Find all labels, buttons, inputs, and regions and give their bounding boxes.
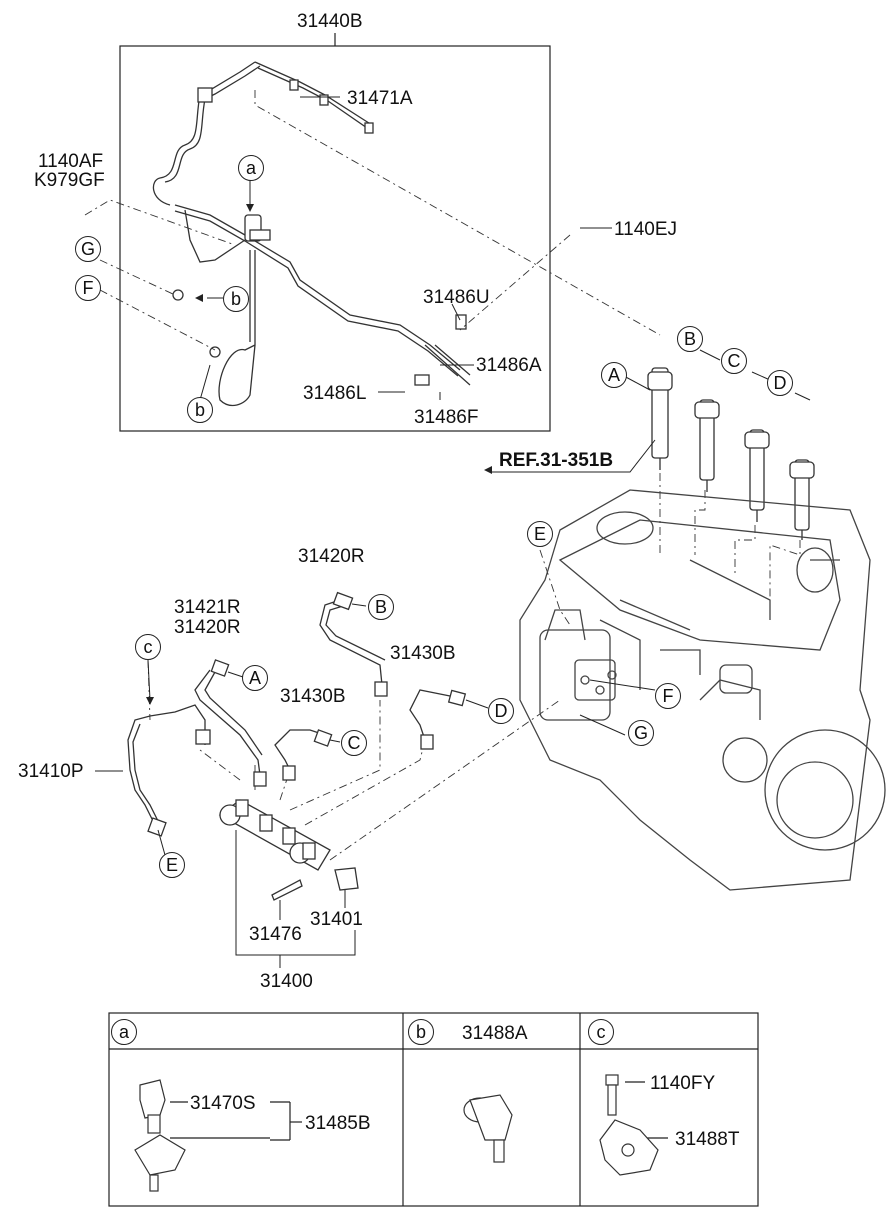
label-31440b: 31440B <box>297 11 363 32</box>
marker-e-engine: E <box>527 521 553 547</box>
legend-label-1140fy: 1140FY <box>650 1073 716 1094</box>
marker-g-engine: G <box>628 720 654 746</box>
marker-c-lower: c <box>135 634 161 660</box>
injector-c <box>744 429 770 522</box>
marker-g: G <box>75 236 101 262</box>
marker-b-lower: b <box>187 397 213 423</box>
marker-c-pipe: C <box>341 730 367 756</box>
label-31420r-upper: 31420R <box>298 546 365 567</box>
label-31410p: 31410P <box>18 761 84 782</box>
arrow-tips <box>146 204 492 705</box>
marker-e-pipe: E <box>159 852 185 878</box>
label-ref-31-351b: REF.31-351B <box>499 450 614 471</box>
marker-d-pipe: D <box>488 698 514 724</box>
marker-f-top: F <box>75 275 101 301</box>
legend-marker-a: a <box>111 1019 137 1045</box>
label-31471a: 31471A <box>347 88 413 109</box>
legend-title-31488a: 31488A <box>462 1023 528 1044</box>
injector-a <box>647 367 673 470</box>
label-1140af: 1140AF <box>38 151 104 172</box>
injector-b <box>694 399 720 492</box>
label-31420r-lower: 31420R <box>174 617 241 638</box>
legend-label-31485b: 31485B <box>305 1113 371 1134</box>
legend-part-sketches <box>134 1074 659 1192</box>
marker-injector-d: D <box>767 370 793 396</box>
label-31476: 31476 <box>249 924 302 945</box>
engine-block <box>519 489 886 891</box>
fuel-rail-and-pipes <box>127 591 467 901</box>
return-hose-lines <box>152 61 471 407</box>
label-31430b-right: 31430B <box>390 643 456 664</box>
marker-injector-c: C <box>721 348 747 374</box>
legend-marker-b: b <box>408 1019 434 1045</box>
label-31401: 31401 <box>310 909 363 930</box>
legend-label-31470s: 31470S <box>190 1093 256 1114</box>
marker-a-pipe: A <box>242 665 268 691</box>
label-31486u: 31486U <box>423 287 490 308</box>
marker-injector-a: A <box>601 362 627 388</box>
legend-table <box>108 1012 759 1207</box>
marker-injector-b: B <box>677 326 703 352</box>
label-31430b-left: 31430B <box>280 686 346 707</box>
return-hose-assembly-box <box>119 33 551 432</box>
label-31486l: 31486L <box>303 383 367 404</box>
marker-f-engine: F <box>655 683 681 709</box>
leader-lines <box>95 96 811 968</box>
marker-b-pipe: B <box>368 594 394 620</box>
marker-a-top: a <box>238 155 264 181</box>
label-31421r: 31421R <box>174 597 241 618</box>
label-k979gf: K979GF <box>34 170 105 191</box>
label-1140ej: 1140EJ <box>614 219 678 240</box>
legend-marker-c: c <box>588 1019 614 1045</box>
injector-d <box>789 459 815 540</box>
injectors <box>647 367 815 540</box>
dashed-leaders <box>84 90 801 861</box>
label-31486a: 31486A <box>476 355 542 376</box>
label-31486f: 31486F <box>414 407 479 428</box>
legend-label-31488t: 31488T <box>675 1129 740 1150</box>
label-31400: 31400 <box>260 971 313 992</box>
marker-b-upper: b <box>223 286 249 312</box>
